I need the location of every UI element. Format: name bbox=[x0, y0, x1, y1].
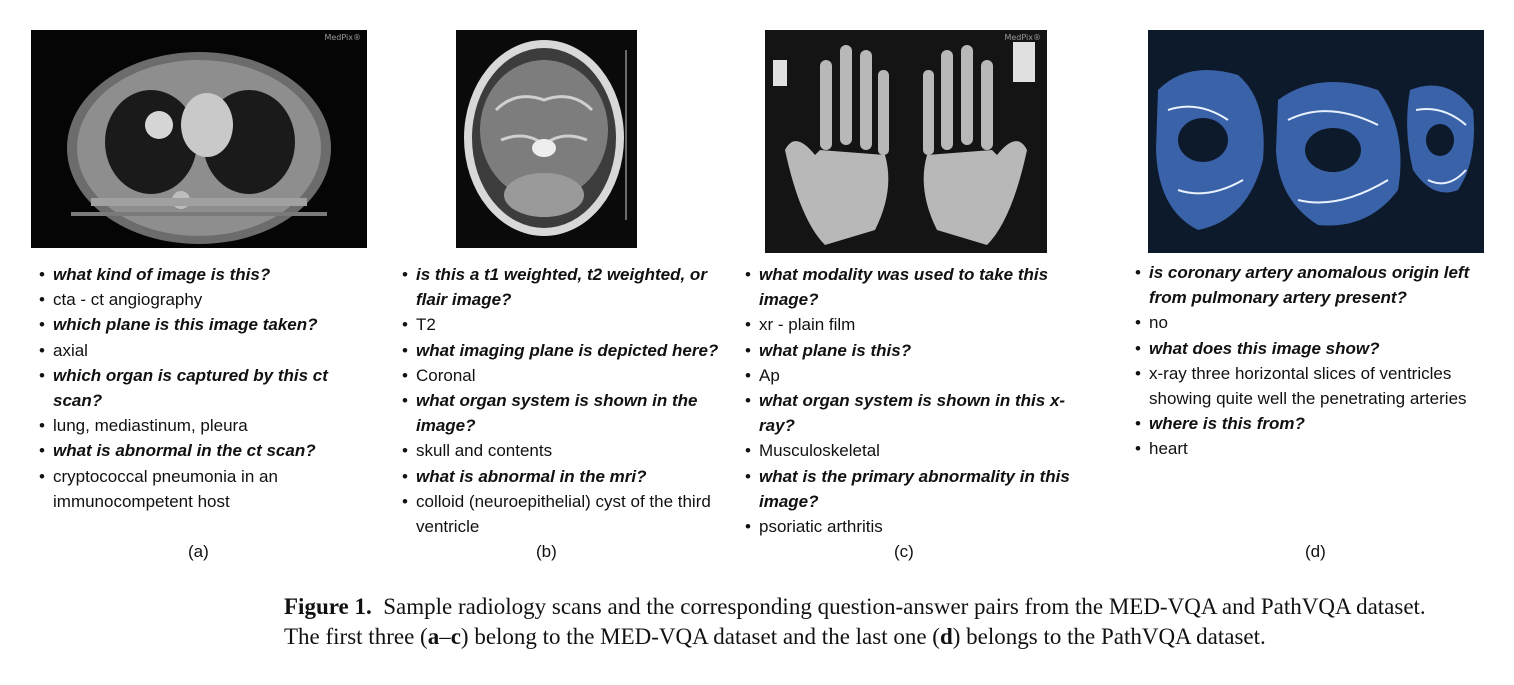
question: what is abnormal in the mri? bbox=[402, 464, 732, 489]
answer: colloid (neuroepithelial) cyst of the th… bbox=[402, 489, 732, 539]
panel-label-d: (d) bbox=[1305, 542, 1326, 561]
answer: psoriatic arthritis bbox=[745, 514, 1085, 539]
watermark-text: MedPix® bbox=[1004, 33, 1041, 42]
question: what organ system is shown in the image? bbox=[402, 388, 732, 438]
caption-text: ) belong to the MED-VQA dataset and the … bbox=[460, 623, 940, 649]
answer: Musculoskeletal bbox=[745, 438, 1085, 463]
heart-slices-image bbox=[1148, 30, 1484, 253]
answer: cta - ct angiography bbox=[39, 287, 359, 312]
mri-scan-image bbox=[456, 30, 637, 248]
answer: skull and contents bbox=[402, 438, 732, 463]
caption-range-start: a bbox=[427, 623, 440, 649]
question: what modality was used to take this imag… bbox=[745, 262, 1085, 312]
question: which organ is captured by this ct scan? bbox=[39, 363, 359, 413]
question: which plane is this image taken? bbox=[39, 312, 359, 337]
caption-range-end: c bbox=[450, 623, 461, 649]
panel-label-c: (c) bbox=[894, 542, 914, 561]
answer: no bbox=[1135, 310, 1485, 335]
xray-hands-image: MedPix® bbox=[765, 30, 1047, 253]
question: what is the primary abnormality in this … bbox=[745, 464, 1085, 514]
qa-list-b: is this a t1 weighted, t2 weighted, or f… bbox=[402, 262, 732, 539]
caption-last-label: d bbox=[939, 623, 953, 649]
answer: heart bbox=[1135, 436, 1485, 461]
panel-label-b: (b) bbox=[536, 542, 557, 561]
question: where is this from? bbox=[1135, 411, 1485, 436]
qa-list-c: what modality was used to take this imag… bbox=[745, 262, 1085, 539]
answer: axial bbox=[39, 338, 359, 363]
answer: lung, mediastinum, pleura bbox=[39, 413, 359, 438]
qa-list-d: is coronary artery anomalous origin left… bbox=[1135, 260, 1485, 462]
answer: T2 bbox=[402, 312, 732, 337]
question: what imaging plane is depicted here? bbox=[402, 338, 732, 363]
question: what is abnormal in the ct scan? bbox=[39, 438, 359, 463]
qa-list-a: what kind of image is this? cta - ct ang… bbox=[39, 262, 359, 514]
answer: Coronal bbox=[402, 363, 732, 388]
question: is this a t1 weighted, t2 weighted, or f… bbox=[402, 262, 732, 312]
answer: x-ray three horizontal slices of ventric… bbox=[1135, 361, 1485, 411]
ct-scan-image: MedPix® bbox=[31, 30, 367, 248]
question: what does this image show? bbox=[1135, 336, 1485, 361]
caption-text: Sample radiology scans and the correspon… bbox=[284, 594, 1426, 649]
figure-caption: Figure 1. Sample radiology scans and the… bbox=[284, 592, 1444, 651]
caption-range-sep: – bbox=[439, 623, 451, 649]
answer: xr - plain film bbox=[745, 312, 1085, 337]
caption-text: ) belongs to the PathVQA dataset. bbox=[952, 623, 1266, 649]
question: what organ system is shown in this x-ray… bbox=[745, 388, 1085, 438]
answer: cryptococcal pneumonia in an immunocompe… bbox=[39, 464, 359, 514]
question: what kind of image is this? bbox=[39, 262, 359, 287]
caption-label: Figure 1. bbox=[284, 594, 372, 619]
question: is coronary artery anomalous origin left… bbox=[1135, 260, 1485, 310]
answer: Ap bbox=[745, 363, 1085, 388]
panel-label-a: (a) bbox=[188, 542, 209, 561]
question: what plane is this? bbox=[745, 338, 1085, 363]
watermark-text: MedPix® bbox=[324, 33, 361, 42]
